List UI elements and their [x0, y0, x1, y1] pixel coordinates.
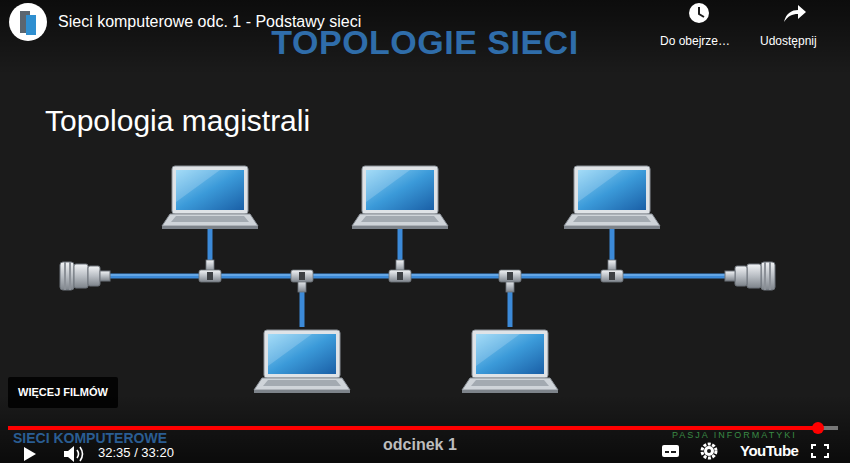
laptop: [254, 330, 350, 393]
settings-icon: [702, 444, 716, 458]
watermark: PASJA INFORMATYKI: [672, 431, 797, 441]
share-icon: [784, 5, 806, 22]
time-display: 32:35 / 33:20: [98, 446, 174, 460]
top-shade: [0, 0, 850, 75]
share-label: Udostępnij: [760, 35, 817, 48]
series-name: SIECI KOMPUTEROWE: [13, 431, 167, 446]
progress-handle: [812, 422, 824, 434]
more-videos-button: WIĘCEJ FILMÓW: [8, 377, 118, 408]
laptop: [462, 330, 558, 393]
episode-label: odcinek 1: [383, 436, 457, 454]
video-title: Sieci komputerowe odc. 1 - Podstawy siec…: [58, 13, 361, 31]
subtitles-icon: [662, 445, 679, 457]
laptop: [352, 166, 448, 229]
t-connector: [601, 260, 623, 282]
bnc-terminator: [60, 262, 110, 290]
play-icon: [24, 447, 36, 461]
bottom-shade: [0, 395, 850, 463]
watch-later-icon: [689, 3, 709, 23]
watch-later-label: Do obejrze…: [660, 35, 730, 48]
channel-avatar: [9, 3, 47, 41]
t-connector: [389, 260, 411, 282]
laptop: [564, 166, 660, 229]
t-connector: [291, 270, 313, 292]
bnc-terminator: [725, 262, 775, 290]
fullscreen-icon: [812, 445, 828, 457]
youtube-logo: YouTube: [740, 443, 798, 460]
t-connector: [199, 260, 221, 282]
progress-played: [8, 426, 818, 430]
t-connector: [499, 270, 521, 292]
button-label: WIĘCEJ FILMÓW: [18, 386, 108, 398]
laptop: [162, 166, 258, 229]
slide-heading: Topologia magistrali: [45, 104, 310, 137]
volume-icon: [64, 446, 83, 462]
